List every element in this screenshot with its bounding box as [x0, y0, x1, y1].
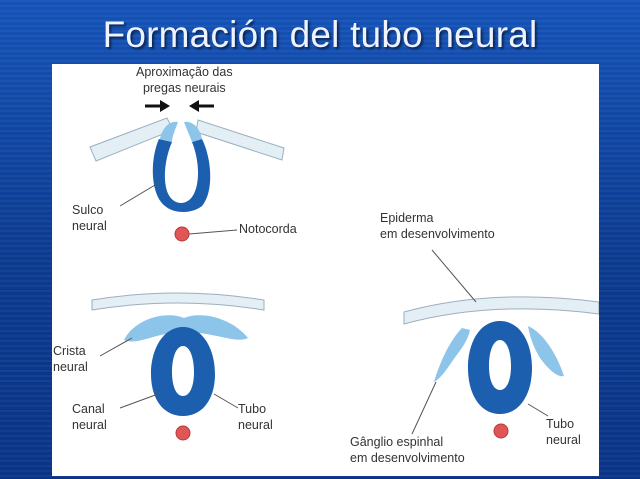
label-tubo-right-line1: Tubo [546, 417, 575, 431]
label-aproximacao-line1: Aproximação das [136, 65, 233, 79]
label-tubo-neural-right: Tubo neural [546, 416, 581, 448]
notochord-stage3 [493, 423, 509, 439]
label-canal-line2: neural [72, 418, 107, 432]
label-tubo-right-line2: neural [546, 433, 581, 447]
notochord-stage1 [174, 226, 190, 242]
leader-canal [119, 393, 159, 409]
label-sulco-neural: Sulco neural [72, 202, 107, 234]
notochord-stage2 [175, 425, 191, 441]
label-notocorda-text: Notocorda [239, 222, 297, 236]
label-tubo-mid-line1: Tubo [238, 402, 267, 416]
left-arrow-icon [145, 100, 170, 112]
label-crista-line2: neural [53, 360, 88, 374]
leader-tubo-right [527, 403, 549, 417]
leader-ganglio [411, 381, 437, 435]
neural-groove-walls [152, 139, 211, 212]
label-canal-neural: Canal neural [72, 401, 107, 433]
slide-title: Formación del tubo neural [102, 14, 538, 55]
leader-sulco [119, 181, 161, 207]
label-epiderma-line2: em desenvolvimento [380, 227, 495, 241]
spinal-ganglion-left [434, 328, 470, 382]
label-epiderma: Epiderma em desenvolvimento [380, 210, 495, 242]
spinal-ganglion-right [528, 326, 564, 377]
neural-tube-stage3 [468, 321, 532, 414]
right-arrow-icon [189, 100, 214, 112]
label-sulco-line1: Sulco [72, 203, 104, 217]
leader-crista [99, 337, 133, 357]
diagram-graphics [89, 100, 599, 441]
epidermis-right-stage1 [195, 119, 285, 161]
label-sulco-line2: neural [72, 219, 107, 233]
neural-fold-right [184, 121, 202, 142]
label-ganglio-line1: Gânglio espinhal [350, 435, 444, 449]
label-crista-neural: Crista neural [53, 343, 88, 375]
label-ganglio-line2: em desenvolvimento [350, 451, 465, 465]
label-tubo-mid-line2: neural [238, 418, 273, 432]
label-ganglio-espinhal: Gânglio espinhal em desenvolvimento [350, 434, 465, 466]
label-tubo-neural-mid: Tubo neural [238, 401, 273, 433]
label-aproximacao: Aproximação das pregas neurais [136, 64, 233, 96]
label-epiderma-line1: Epiderma [380, 211, 434, 225]
leader-tubo-mid [213, 393, 239, 409]
leader-epiderma [431, 249, 477, 303]
neural-tube-stage2 [151, 327, 215, 416]
leader-notocorda [188, 229, 238, 235]
label-aproximacao-line2: pregas neurais [142, 81, 226, 95]
label-notocorda: Notocorda [239, 221, 297, 237]
neural-fold-left [160, 121, 178, 142]
epidermis-stage3 [403, 296, 599, 325]
label-canal-line1: Canal [72, 402, 105, 416]
epidermis-stage2 [91, 292, 265, 311]
neural-tube-diagram: Aproximação das pregas neurais Sulco neu… [52, 64, 599, 476]
label-crista-line1: Crista [53, 344, 86, 358]
